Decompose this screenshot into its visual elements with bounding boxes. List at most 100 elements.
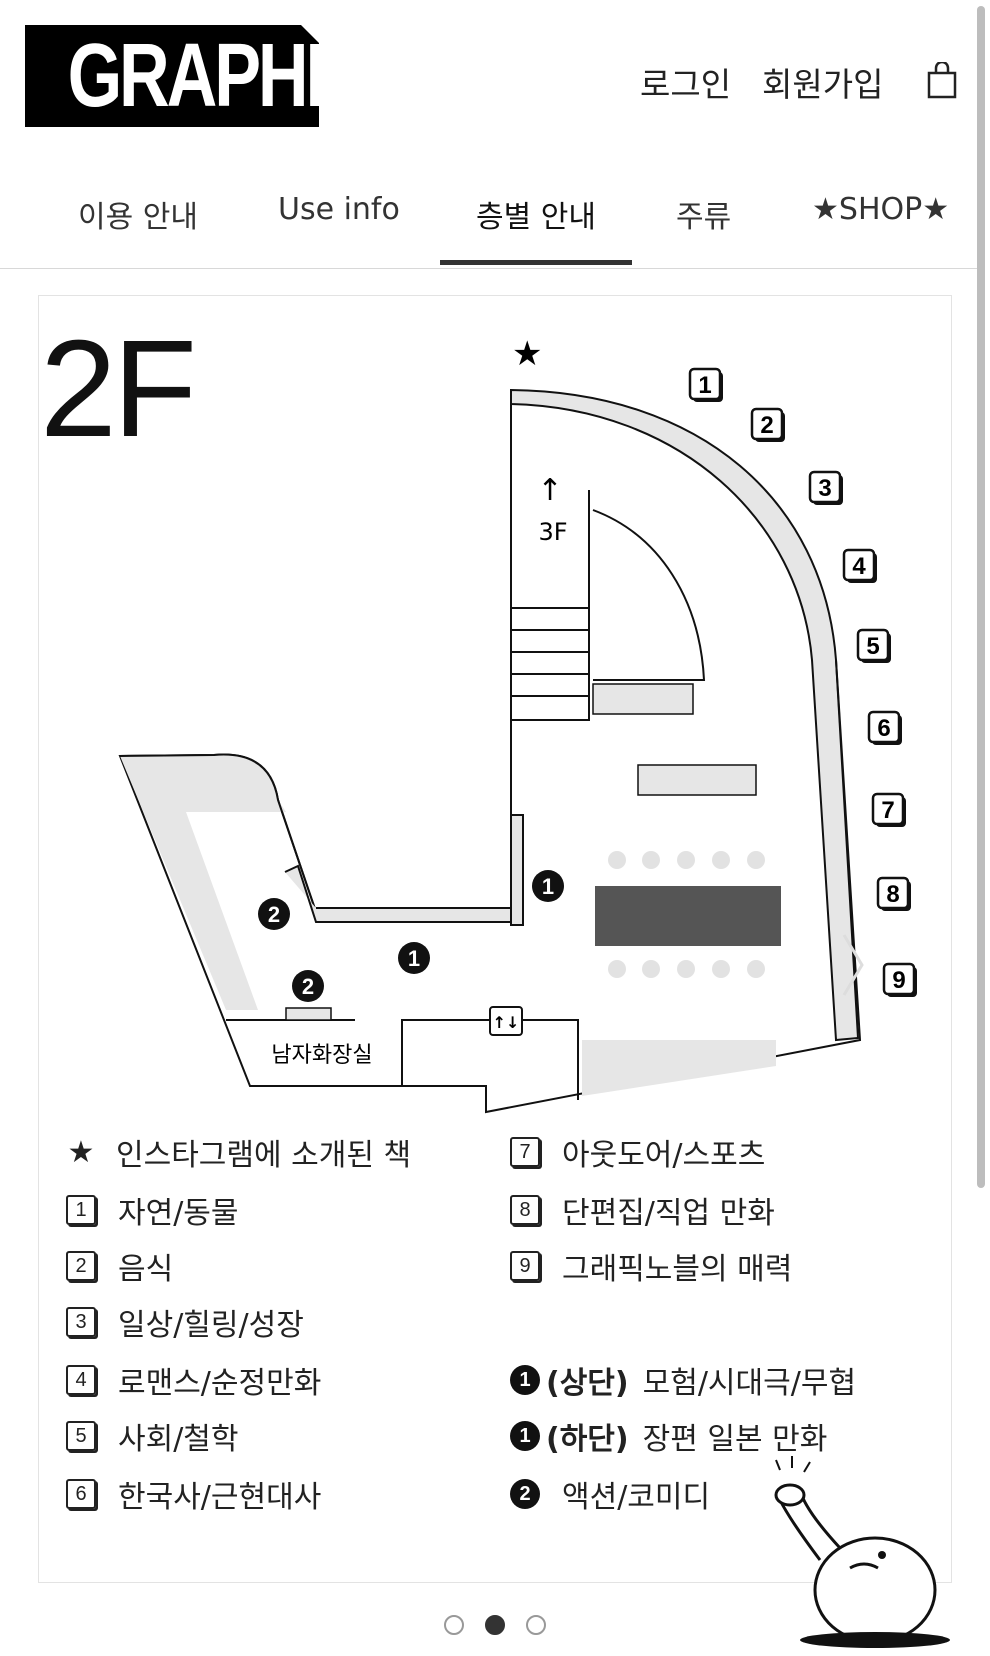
graphic-logo[interactable]: GRAPHIC	[25, 25, 319, 127]
page-scrollbar[interactable]	[977, 6, 985, 1188]
legend-label: 인스타그램에 소개된 책	[116, 1138, 412, 1173]
shelf-number-7: 7	[871, 792, 906, 827]
legend-label: 모험/시대극/무협	[642, 1366, 857, 1401]
circle-one-marker-a: 1	[532, 870, 564, 902]
legend-item-right-0: 7 아웃도어/스포츠	[510, 1130, 765, 1174]
shelf-circle-one-lower	[284, 864, 524, 923]
legend-label: 장편 일본 만화	[642, 1422, 828, 1457]
shelf-number-6: 6	[867, 710, 902, 745]
legend-label: 아웃도어/스포츠	[562, 1138, 766, 1173]
svg-text:6: 6	[877, 715, 890, 742]
legend-item-right-5: 2 액션/코미디	[510, 1472, 710, 1516]
legend-label: 한국사/근현대사	[118, 1480, 322, 1515]
restroom-label: 남자화장실	[271, 1043, 372, 1068]
signup-link[interactable]: 회원가입	[762, 65, 884, 104]
circle-two-marker-b: 2	[292, 970, 324, 1002]
legend-label: 액션/코미디	[562, 1480, 711, 1515]
carousel-dot-2[interactable]	[485, 1615, 505, 1635]
legend-label: 단편집/직업 만화	[562, 1196, 775, 1231]
logo-text: GRAPHIC	[67, 26, 319, 126]
legend-label: 사회/철학	[118, 1422, 239, 1457]
legend-number-circle: 1	[510, 1365, 540, 1395]
svg-text:8: 8	[886, 881, 899, 908]
shelf-number-5: 5	[856, 628, 891, 663]
legend-number-box: 8	[510, 1195, 540, 1225]
floor-title: 2F	[40, 312, 197, 466]
login-link[interactable]: 로그인	[640, 65, 732, 104]
legend-number-circle: 2	[510, 1479, 540, 1509]
legend-qualifier: (상단)	[546, 1366, 629, 1401]
legend-qualifier: (하단)	[546, 1422, 629, 1457]
outer-wall	[510, 388, 860, 1042]
legend-number-box: 9	[510, 1251, 540, 1281]
circle-two-marker-a: 2	[258, 898, 290, 930]
legend-number-box: 7	[510, 1137, 540, 1167]
legend-item-left-2: 2 음식	[66, 1244, 173, 1288]
svg-text:7: 7	[881, 797, 894, 824]
elevator	[401, 1006, 579, 1100]
legend-label: 로맨스/순정만화	[118, 1366, 322, 1401]
shelf-number-8: 8	[876, 876, 911, 911]
stairs-up-arrow: ↑	[537, 473, 562, 508]
legend-label: 자연/동물	[118, 1196, 239, 1231]
legend-label: 음식	[118, 1252, 174, 1287]
tab-shop[interactable]: ★SHOP★	[812, 192, 950, 227]
svg-text:1: 1	[542, 874, 554, 899]
legend-star-icon: ★	[67, 1134, 95, 1170]
instagram-star-icon: ★	[512, 334, 542, 374]
legend-item-right-3: 1(상단) 모험/시대극/무협	[510, 1358, 856, 1402]
legend-label: 그래픽노블의 매력	[562, 1252, 793, 1287]
floor-map-card	[38, 295, 952, 1583]
restroom	[226, 1007, 355, 1021]
mascot-illustration	[774, 1456, 950, 1648]
shopping-bag-icon[interactable]	[926, 62, 958, 100]
door-swing	[592, 509, 706, 681]
svg-text:1: 1	[408, 946, 420, 971]
bottom-right-shelf	[582, 1040, 776, 1096]
legend-item-left-0: ★ 인스타그램에 소개된 책	[66, 1130, 412, 1174]
svg-text:4: 4	[852, 553, 866, 580]
tab-liquor[interactable]: 주류	[676, 200, 732, 235]
legend-item-left-1: 1 자연/동물	[66, 1188, 239, 1232]
svg-text:2: 2	[760, 412, 773, 439]
shelf-circle-one-upper	[510, 814, 524, 926]
shelf-number-3: 3	[808, 470, 843, 505]
reading-table	[595, 886, 781, 946]
tab-usage-guide[interactable]: 이용 안내	[78, 200, 198, 235]
legend-label: 일상/힐링/성장	[118, 1308, 304, 1343]
display-table	[637, 764, 757, 796]
circle-one-marker-b: 1	[398, 942, 430, 974]
carousel-dot-1[interactable]	[444, 1615, 464, 1635]
counter	[592, 683, 694, 715]
chairs	[608, 851, 765, 978]
category-tabs: 이용 안내 Use info 층별 안내 주류 ★SHOP★	[0, 170, 980, 269]
carousel-pagination	[440, 1615, 550, 1639]
legend-item-right-1: 8 단편집/직업 만화	[510, 1188, 775, 1232]
legend-number-box: 5	[66, 1421, 96, 1451]
svg-text:3: 3	[818, 475, 831, 502]
carousel-next-arrow[interactable]	[838, 925, 868, 1005]
svg-text:5: 5	[866, 633, 879, 660]
logo-fold	[301, 25, 319, 43]
elevator-icon: ↑↓	[493, 1013, 520, 1032]
legend-number-box: 4	[66, 1365, 96, 1395]
legend-number-box: 1	[66, 1195, 96, 1225]
svg-text:2: 2	[302, 974, 314, 999]
shelf-number-1: 1	[688, 367, 723, 402]
shelf-number-markers: 1 2 3 4 5 6 7 8 9	[688, 367, 917, 997]
svg-text:2: 2	[268, 902, 280, 927]
legend-item-left-4: 4 로맨스/순정만화	[66, 1358, 321, 1402]
tab-floor-guide[interactable]: 층별 안내	[476, 200, 596, 235]
legend-number-circle: 1	[510, 1421, 540, 1451]
carousel-dot-3[interactable]	[526, 1615, 546, 1635]
active-tab-indicator	[440, 260, 632, 265]
shelf-number-4: 4	[842, 548, 877, 583]
legend-number-box: 2	[66, 1251, 96, 1281]
staircase	[510, 490, 590, 721]
svg-text:1: 1	[698, 372, 711, 399]
shelf-number-9: 9	[882, 962, 917, 997]
tab-use-info[interactable]: Use info	[278, 192, 400, 227]
